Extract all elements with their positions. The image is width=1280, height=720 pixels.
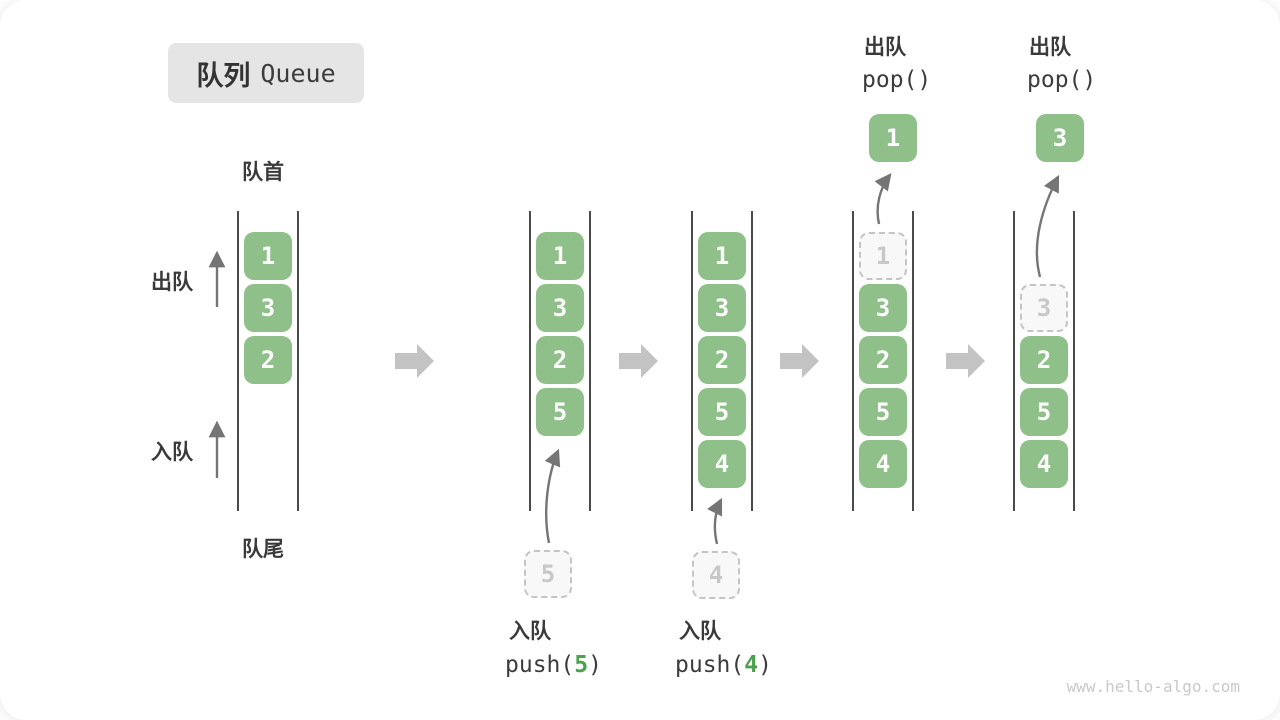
queue-cell: 4: [1020, 440, 1068, 488]
queue-cell: 2: [536, 336, 584, 384]
queue2-right-wall: [589, 211, 591, 511]
queue-cell: 5: [1020, 388, 1068, 436]
queue-cell: 3: [536, 284, 584, 332]
label-queue-rear: 队尾: [242, 538, 284, 561]
push5-fn: push(: [505, 652, 575, 678]
push5-code-label: push(5): [505, 652, 602, 678]
queue-cell: 1: [244, 232, 292, 280]
queue-cell: 1: [698, 232, 746, 280]
push5-arg: 5: [574, 652, 589, 678]
step-arrow-icon: [619, 344, 658, 378]
queue-cell: 5: [698, 388, 746, 436]
push5-action-label: 入队: [509, 620, 551, 643]
incoming-element: 4: [692, 551, 740, 599]
pop1-action-label: 出队: [864, 36, 906, 59]
popped-element: 3: [1036, 114, 1084, 162]
push4-arrow-icon: [707, 497, 723, 545]
pop2-action-label: 出队: [1029, 36, 1071, 59]
push4-arg: 4: [744, 652, 759, 678]
push4-close: ): [758, 652, 772, 678]
pop2-arrow-icon: [1035, 174, 1060, 278]
push4-action-label: 入队: [679, 620, 721, 643]
queue-cell: 2: [859, 336, 907, 384]
queue-cell: 3: [859, 284, 907, 332]
push4-fn: push(: [675, 652, 745, 678]
queue5-right-wall: [1073, 211, 1075, 511]
queue-cell: 2: [244, 336, 292, 384]
step-arrow-icon: [946, 344, 985, 378]
queue-cell: 3: [244, 284, 292, 332]
queue-cell: 5: [859, 388, 907, 436]
queue3-left-wall: [691, 211, 693, 511]
label-queue-front: 队首: [242, 161, 284, 184]
pop1-code-label: pop(): [862, 67, 932, 93]
step-arrow-icon: [780, 344, 819, 378]
watermark: www.hello-algo.com: [1066, 677, 1240, 696]
title-zh: 队列: [196, 60, 251, 91]
queue1-left-wall: [237, 211, 239, 511]
queue3-right-wall: [751, 211, 753, 511]
removed-element-slot: 3: [1020, 284, 1068, 332]
removed-element-slot: 1: [859, 232, 907, 280]
queue-cell: 4: [698, 440, 746, 488]
pop1-arrow-icon: [874, 173, 892, 225]
queue-cell: 5: [536, 388, 584, 436]
push5-arrow-icon: [544, 448, 561, 544]
queue2-left-wall: [529, 211, 531, 511]
queue-cell: 4: [859, 440, 907, 488]
queue-cell: 2: [1020, 336, 1068, 384]
step-arrow-icon: [395, 344, 434, 378]
queue4-left-wall: [852, 211, 854, 511]
label-enqueue: 入队: [151, 441, 193, 464]
incoming-element: 5: [524, 550, 572, 598]
title-en: Queue: [260, 58, 336, 88]
queue5-left-wall: [1013, 211, 1015, 511]
queue-cell: 3: [698, 284, 746, 332]
queue-cell: 2: [698, 336, 746, 384]
push5-close: ): [588, 652, 602, 678]
queue1-right-wall: [297, 211, 299, 511]
queue-cell: 1: [536, 232, 584, 280]
queue4-right-wall: [912, 211, 914, 511]
pop2-code-label: pop(): [1027, 67, 1097, 93]
push4-code-label: push(4): [675, 652, 772, 678]
label-dequeue: 出队: [151, 271, 193, 294]
popped-element: 1: [869, 114, 917, 162]
title-box: 队列 Queue: [168, 43, 364, 103]
